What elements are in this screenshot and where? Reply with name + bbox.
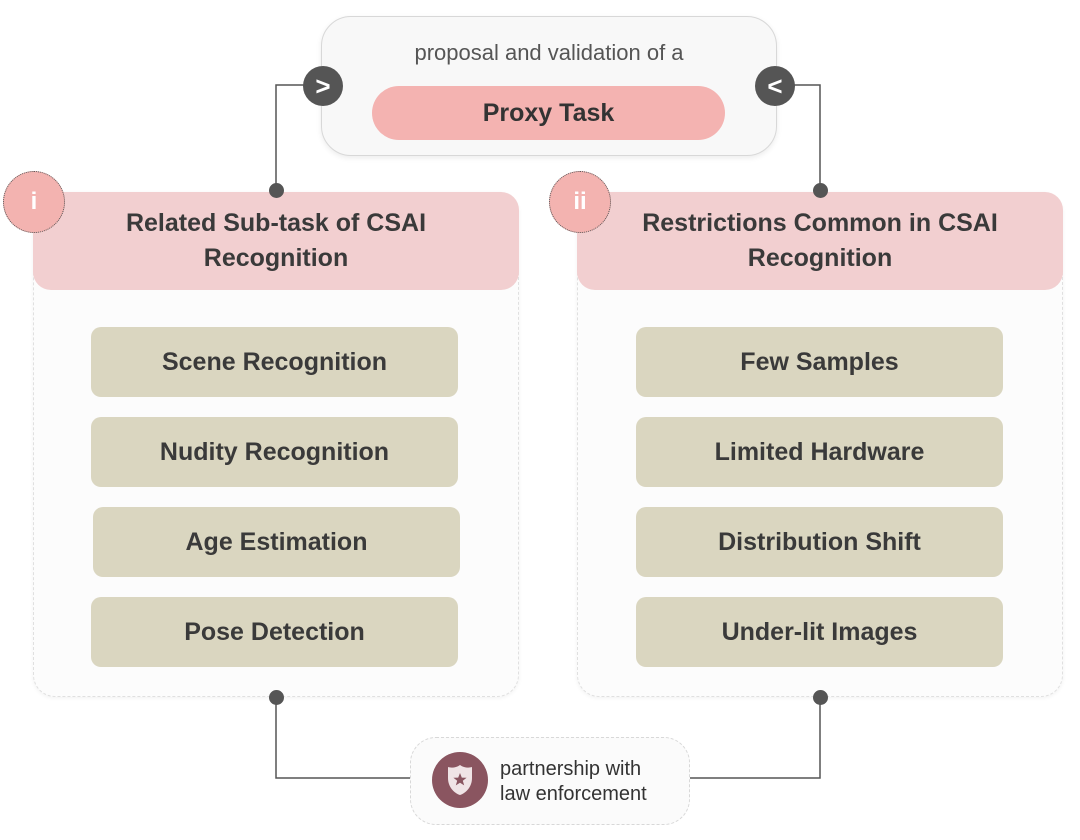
proxy-task-label: Proxy Task	[372, 86, 725, 140]
badge-ii: ii	[549, 171, 611, 233]
connector-dot-right-bottom	[813, 690, 828, 705]
police-badge-icon	[432, 752, 488, 808]
connector-left-top	[275, 84, 304, 190]
arrow-left-icon: <	[755, 66, 795, 106]
partnership-line-1: partnership with	[500, 758, 642, 780]
item-distribution-shift: Distribution Shift	[636, 507, 1003, 577]
arrow-right-glyph: >	[315, 71, 331, 101]
connector-left-bottom	[275, 697, 410, 779]
panel-right-title: Restrictions Common in CSAI Recognition	[642, 209, 998, 272]
partnership-line-2: law enforcement	[500, 783, 647, 805]
connector-dot-left-bottom	[269, 690, 284, 705]
connector-dot-right-top	[813, 183, 828, 198]
arrow-right-icon: >	[303, 66, 343, 106]
connector-right-bottom	[688, 697, 821, 779]
badge-i: i	[3, 171, 65, 233]
item-limited-hardware: Limited Hardware	[636, 417, 1003, 487]
badge-i-label: i	[30, 188, 38, 215]
item-few-samples: Few Samples	[636, 327, 1003, 397]
panel-left-header: Related Sub-task of CSAI Recognition	[33, 192, 519, 290]
item-under-lit-images: Under-lit Images	[636, 597, 1003, 667]
connector-right-top	[794, 84, 821, 190]
panel-left-title: Related Sub-task of CSAI Recognition	[125, 209, 427, 272]
partnership-text: partnership with law enforcement	[500, 757, 685, 807]
panel-right-header: Restrictions Common in CSAI Recognition	[577, 192, 1063, 290]
proxy-subtitle: proposal and validation of a	[414, 40, 684, 65]
police-badge-svg	[448, 765, 472, 795]
item-scene-recognition: Scene Recognition	[91, 327, 458, 397]
item-pose-detection: Pose Detection	[91, 597, 458, 667]
connector-dot-left-top	[269, 183, 284, 198]
arrow-left-glyph: <	[767, 71, 783, 101]
badge-ii-label: ii	[573, 188, 587, 215]
item-age-estimation: Age Estimation	[93, 507, 460, 577]
item-nudity-recognition: Nudity Recognition	[91, 417, 458, 487]
